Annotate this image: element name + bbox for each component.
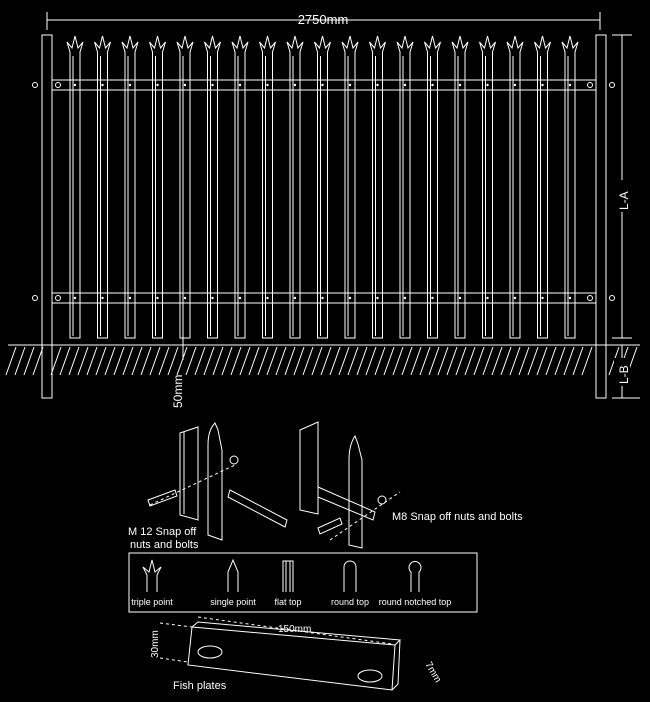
width-label: 2750mm xyxy=(298,12,349,27)
pale-types-box: triple point single point flat top round to… xyxy=(128,552,478,613)
fish-plate-thickness: 7mm xyxy=(422,660,443,685)
pales xyxy=(66,35,579,339)
pale-type-label: round top xyxy=(331,597,369,607)
m8-bracket-detail: M8 Snap off nuts and bolts xyxy=(299,421,523,549)
pale-type-flat-top: flat top xyxy=(274,560,302,607)
pale xyxy=(561,35,579,339)
pale xyxy=(451,35,469,339)
pale xyxy=(424,35,441,339)
rails xyxy=(32,79,615,304)
pale-type-round-top: round top xyxy=(331,560,369,607)
l-a-label: L-A xyxy=(617,191,631,210)
ground-line xyxy=(5,344,640,376)
fish-plate-length: 150mm xyxy=(278,624,311,635)
pale xyxy=(369,35,386,339)
m12-bracket-detail: M 12 Snap off nuts and bolts xyxy=(128,422,288,551)
gap-dimension: 50mm xyxy=(171,315,185,408)
pale-type-single-point: single point xyxy=(210,558,256,607)
l-b-label: L-B xyxy=(617,365,631,384)
fish-plate-detail: 150mm 30mm 7mm Fish plates xyxy=(150,616,443,692)
pale-type-triple-point: triple point xyxy=(131,559,173,607)
pale-type-label: single point xyxy=(210,597,256,607)
pale xyxy=(506,35,524,339)
pale xyxy=(176,35,194,339)
gap-label: 50mm xyxy=(171,375,185,408)
pale xyxy=(149,35,166,339)
pale xyxy=(341,35,359,339)
pale-type-label: flat top xyxy=(274,597,301,607)
pale-type-label: triple point xyxy=(131,597,173,607)
m12-label-1: M 12 Snap off xyxy=(128,526,197,538)
pale-type-round-notched-top: round notched top xyxy=(379,561,452,607)
pale xyxy=(94,35,111,339)
pale xyxy=(286,35,304,339)
left-post xyxy=(41,34,53,399)
width-dimension: 2750mm xyxy=(46,12,601,30)
pale xyxy=(231,35,249,339)
pale xyxy=(66,35,84,339)
m8-label: M8 Snap off nuts and bolts xyxy=(392,511,523,523)
pale-type-label: round notched top xyxy=(379,597,452,607)
fish-plate-label: Fish plates xyxy=(173,680,227,692)
pale xyxy=(259,35,276,339)
m12-label-2: nuts and bolts xyxy=(130,539,199,551)
fish-plate-width: 30mm xyxy=(150,630,161,658)
height-dimensions: L-A L-B xyxy=(612,34,640,399)
top-rail xyxy=(51,79,597,91)
pale xyxy=(534,35,551,339)
pale xyxy=(314,35,331,339)
right-post xyxy=(595,34,607,399)
pale xyxy=(121,35,139,339)
pale xyxy=(396,35,414,339)
pale xyxy=(479,35,496,339)
pale xyxy=(204,35,221,339)
bottom-rail xyxy=(51,292,597,304)
